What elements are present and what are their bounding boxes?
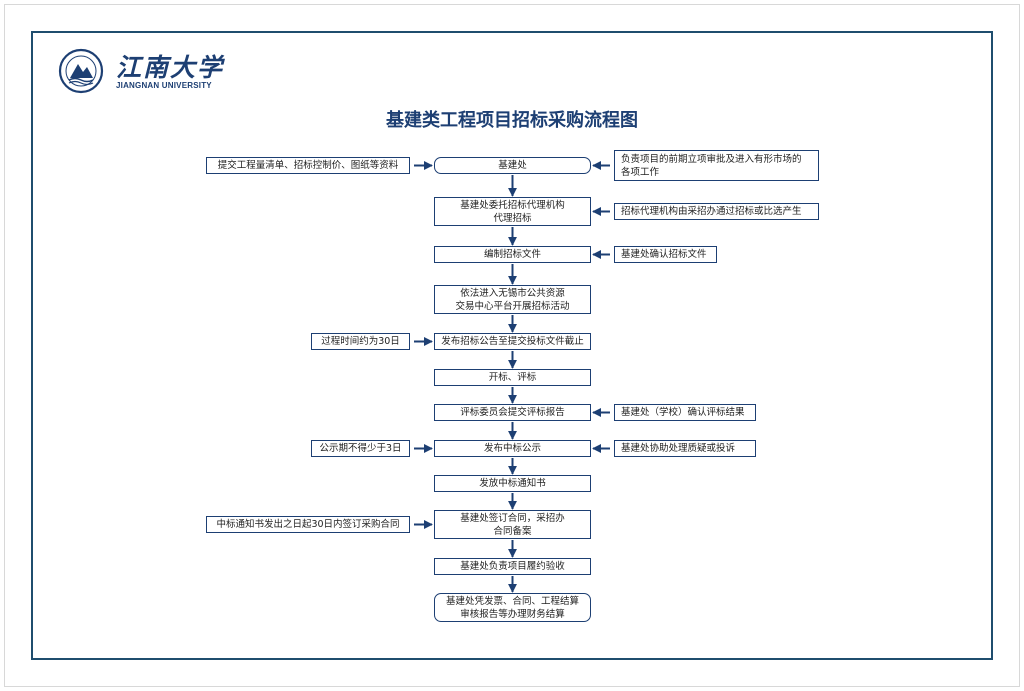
note-publicity-period: 公示期不得少于3日 — [311, 440, 410, 457]
step-sign-contract: 基建处签订合同，采招办 合同备案 — [434, 510, 591, 539]
note-process-time: 过程时间约为30日 — [311, 333, 410, 350]
step-entrust-agency: 基建处委托招标代理机构 代理招标 — [434, 197, 591, 226]
step-prepare-documents: 编制招标文件 — [434, 246, 591, 263]
step-bid-opening: 开标、评标 — [434, 369, 591, 386]
note-confirm-result: 基建处（学校）确认评标结果 — [614, 404, 756, 421]
note-submit-materials: 提交工程量清单、招标控制价、图纸等资料 — [206, 157, 410, 174]
step-winning-bid-publicity: 发布中标公示 — [434, 440, 591, 457]
note-agency-selection: 招标代理机构由采招办通过招标或比选产生 — [614, 203, 819, 220]
step-publish-announcement: 发布招标公告至提交投标文件截止 — [434, 333, 591, 350]
step-award-notice: 发放中标通知书 — [434, 475, 591, 492]
university-emblem-icon — [58, 48, 104, 94]
university-logo: 江南大学 JIANGNAN UNIVERSITY — [58, 48, 222, 94]
note-project-approval: 负责项目的前期立项审批及进入有形市场的 各项工作 — [614, 150, 819, 181]
content-frame — [31, 31, 993, 660]
page-title: 基建类工程项目招标采购流程图 — [386, 110, 638, 131]
step-public-resource-center: 依法进入无锡市公共资源 交易中心平台开展招标活动 — [434, 285, 591, 314]
note-contract-deadline: 中标通知书发出之日起30日内签订采购合同 — [206, 516, 410, 533]
note-confirm-documents: 基建处确认招标文件 — [614, 246, 717, 263]
step-evaluation-report: 评标委员会提交评标报告 — [434, 404, 591, 421]
step-infrastructure-dept: 基建处 — [434, 157, 591, 174]
step-acceptance: 基建处负责项目履约验收 — [434, 558, 591, 575]
logo-chinese-name: 江南大学 — [116, 53, 225, 82]
note-handle-complaints: 基建处协助处理质疑或投诉 — [614, 440, 756, 457]
logo-english-name: JIANGNAN UNIVERSITY — [116, 81, 212, 90]
step-financial-settlement: 基建处凭发票、合同、工程结算 审核报告等办理财务结算 — [434, 593, 591, 622]
page-border — [4, 4, 1020, 687]
